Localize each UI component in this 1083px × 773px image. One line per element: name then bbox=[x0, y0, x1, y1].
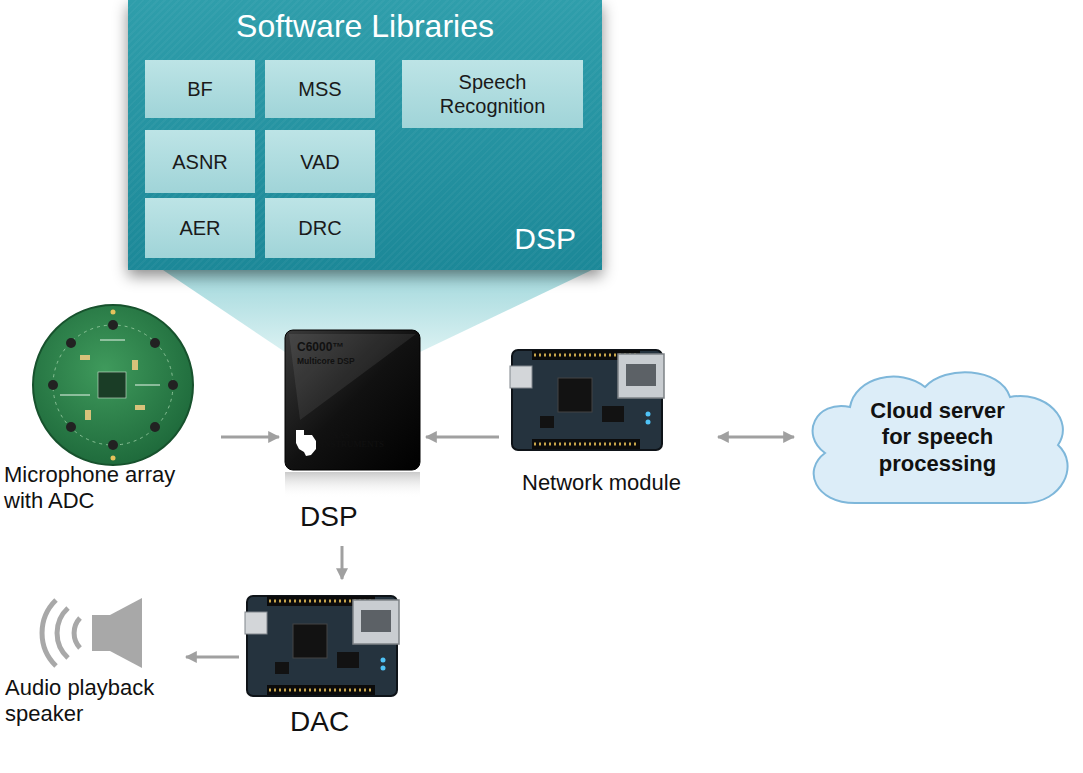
device-label: Audio playback speaker bbox=[5, 675, 175, 728]
chip-brand: TEXAS INSTRUMENTS bbox=[321, 431, 396, 450]
pcb-disc bbox=[33, 305, 193, 465]
flow-arrow bbox=[186, 656, 239, 659]
speaker-body bbox=[92, 615, 110, 651]
library-box: AER bbox=[145, 198, 255, 258]
device-label: Network module bbox=[522, 470, 681, 496]
sound-wave bbox=[57, 608, 68, 658]
silkscreen bbox=[100, 340, 125, 341]
sound-wave bbox=[42, 600, 56, 666]
device-label: DAC bbox=[290, 705, 349, 739]
cloud-shape bbox=[813, 372, 1068, 503]
library-name: ASNR bbox=[172, 150, 228, 174]
dsp-chip bbox=[285, 330, 420, 498]
network-board bbox=[510, 350, 664, 450]
library-name: BF bbox=[187, 77, 213, 101]
panel-label: DSP bbox=[514, 222, 576, 256]
flow-arrow bbox=[718, 436, 794, 439]
component bbox=[132, 360, 138, 370]
library-panel: Software LibrariesDSP BF MSS Speech Recogni… bbox=[128, 0, 602, 270]
microphone bbox=[66, 338, 76, 348]
sound-wave bbox=[74, 618, 80, 648]
chip-model: C6000™ bbox=[297, 340, 344, 354]
chip-reflection bbox=[285, 472, 420, 498]
library-box: DRC bbox=[265, 198, 375, 258]
speaker-icon bbox=[42, 598, 142, 668]
mount-hole bbox=[111, 310, 116, 315]
microphone bbox=[168, 380, 178, 390]
cloud-server: Cloud server for speech processing bbox=[800, 365, 1075, 510]
dsp-chip: C6000™ Multicore DSP TEXAS INSTRUMENTS DSP bbox=[285, 330, 420, 540]
microphone-array: Microphone array with ADC bbox=[0, 300, 215, 518]
library-box: BF bbox=[145, 60, 255, 118]
library-box: MSS bbox=[265, 60, 375, 118]
library-name: Speech Recognition bbox=[423, 70, 563, 118]
panel-title: Software Libraries bbox=[128, 8, 602, 45]
flow-arrow bbox=[221, 436, 279, 439]
device-label: Microphone array with ADC bbox=[4, 462, 204, 515]
microphone bbox=[66, 422, 76, 432]
chip-highlight bbox=[289, 334, 416, 420]
library-box: ASNR bbox=[145, 130, 255, 193]
component bbox=[135, 405, 145, 410]
microphone-array-board bbox=[33, 305, 193, 465]
chip-body bbox=[285, 330, 420, 470]
library-name: DRC bbox=[298, 216, 341, 240]
speaker: Audio playback speaker bbox=[0, 595, 180, 745]
library-name: AER bbox=[179, 216, 220, 240]
microphone bbox=[150, 422, 160, 432]
network-module: Network module bbox=[505, 335, 712, 500]
component bbox=[85, 410, 91, 420]
chip-subtitle: Multicore DSP bbox=[297, 356, 355, 366]
library-box: Speech Recognition bbox=[402, 60, 583, 128]
silkscreen bbox=[60, 395, 90, 396]
ti-logo bbox=[296, 430, 316, 456]
component bbox=[80, 355, 90, 360]
cloud-label: Cloud server for speech processing bbox=[860, 398, 1015, 477]
flow-arrow bbox=[341, 546, 344, 579]
microphone bbox=[108, 440, 118, 450]
microphone bbox=[108, 320, 118, 330]
microphone bbox=[48, 380, 58, 390]
device-label: DSP bbox=[300, 500, 358, 534]
silkscreen bbox=[135, 385, 160, 386]
adc-chip bbox=[98, 372, 126, 398]
library-name: VAD bbox=[300, 150, 340, 174]
speaker-cone bbox=[110, 598, 142, 668]
dac-board bbox=[245, 596, 399, 696]
dac-board: DAC bbox=[245, 585, 405, 765]
library-name: MSS bbox=[298, 77, 341, 101]
microphone bbox=[150, 338, 160, 348]
mount-hole bbox=[111, 456, 116, 461]
pcb-ring bbox=[53, 325, 173, 445]
flow-arrow bbox=[426, 436, 499, 439]
library-box: VAD bbox=[265, 130, 375, 193]
